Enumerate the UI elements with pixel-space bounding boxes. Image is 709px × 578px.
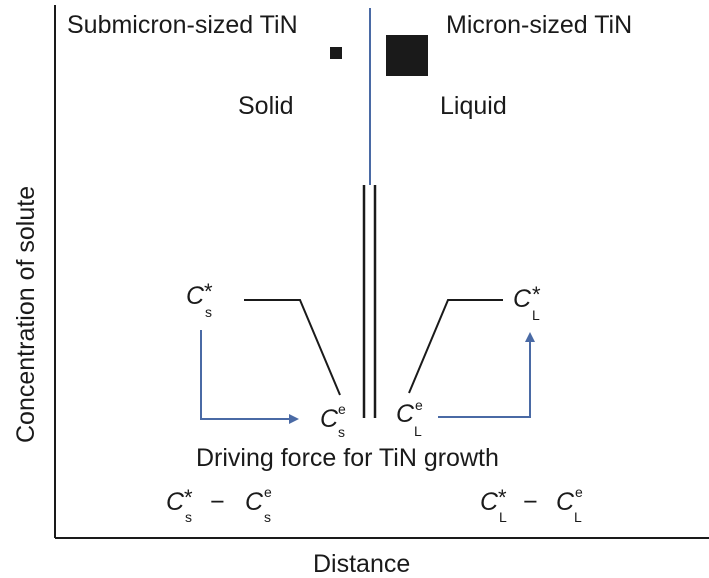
liquid-driving-arrow (438, 332, 535, 418)
svg-text:C: C (186, 282, 205, 310)
cs-star-symbol: C * s (186, 279, 213, 320)
svg-text:s: s (338, 424, 345, 440)
driving-force-label: Driving force for TiN growth (196, 444, 499, 472)
solid-driving-force-expression: C * s − C e s (166, 484, 272, 525)
submicron-label: Submicron-sized TiN (67, 11, 298, 39)
cl-equilibrium-symbol: C e L (396, 397, 423, 439)
cl-star-symbol: C * L (513, 282, 541, 323)
svg-text:C: C (480, 488, 499, 516)
svg-text:e: e (575, 484, 583, 500)
svg-text:s: s (205, 304, 212, 320)
y-axis-label: Concentration of solute (12, 186, 40, 443)
svg-text:C: C (556, 488, 575, 516)
micron-label: Micron-sized TiN (446, 11, 632, 39)
svg-text:*: * (532, 282, 541, 307)
svg-text:*: * (204, 279, 213, 304)
svg-text:C: C (166, 488, 185, 516)
svg-text:e: e (338, 401, 346, 417)
svg-text:C: C (396, 400, 415, 428)
svg-text:e: e (415, 397, 423, 413)
x-axis-label: Distance (313, 550, 410, 578)
micron-particle (386, 35, 428, 76)
svg-text:*: * (184, 485, 193, 510)
svg-text:s: s (185, 509, 192, 525)
svg-text:*: * (498, 485, 507, 510)
liquid-label: Liquid (440, 92, 507, 120)
solid-driving-arrow (200, 330, 299, 424)
svg-text:L: L (532, 307, 540, 323)
svg-text:s: s (264, 509, 271, 525)
svg-text:e: e (264, 484, 272, 500)
svg-text:L: L (414, 423, 422, 439)
liquid-concentration-profile (408, 299, 503, 394)
solid-concentration-profile (244, 299, 341, 396)
svg-text:−: − (523, 488, 538, 516)
svg-text:L: L (499, 509, 507, 525)
solid-label: Solid (238, 92, 294, 120)
svg-text:C: C (320, 405, 339, 433)
cs-equilibrium-symbol: C e s (320, 401, 346, 440)
liquid-driving-force-expression: C * L − C e L (480, 484, 583, 525)
svg-text:C: C (513, 285, 532, 313)
svg-text:C: C (245, 488, 264, 516)
svg-text:L: L (574, 509, 582, 525)
svg-text:−: − (210, 488, 225, 516)
submicron-particle (330, 47, 342, 59)
